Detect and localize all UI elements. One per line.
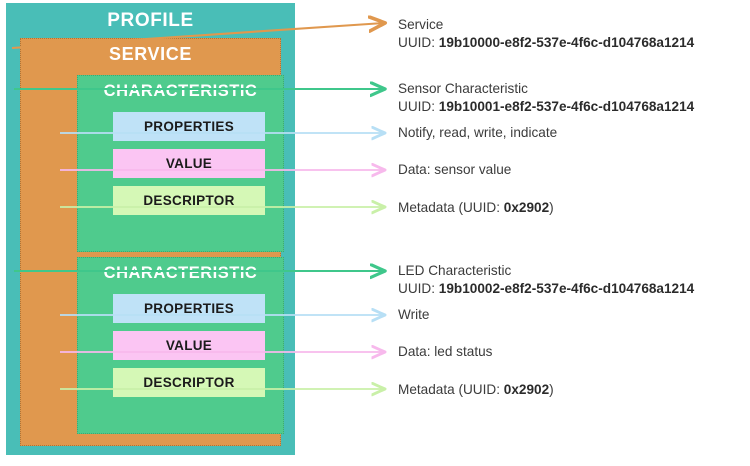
annotation-service-title: Service (398, 17, 444, 32)
annotation-led-descriptor: Metadata (UUID: 0x2902) (398, 381, 554, 399)
annotation-led-value: Data: led status (398, 344, 493, 359)
properties-box-2: PROPERTIES (113, 294, 265, 323)
characteristic-label-2: CHARACTERISTIC (103, 264, 258, 282)
uuid-value: 19b10002-e8f2-537e-4f6c-d104768a1214 (438, 280, 695, 296)
profile-container: PROFILE SERVICE CHARACTERISTIC PROPERTIE… (6, 3, 295, 455)
metadata-suffix: ) (549, 382, 554, 397)
annotation-sensor-characteristic: Sensor Characteristic UUID: 19b10001-e8f… (398, 80, 694, 115)
service-container: SERVICE CHARACTERISTIC PROPERTIES VALUE … (20, 38, 284, 446)
annotation-led-title: LED Characteristic (398, 263, 512, 278)
metadata-uuid: 0x2902 (503, 382, 550, 397)
metadata-uuid: 0x2902 (503, 200, 550, 215)
annotation-service-uuid: UUID: 19b10000-e8f2-537e-4f6c-d104768a12… (398, 34, 694, 52)
metadata-prefix: Metadata (UUID: (398, 382, 504, 397)
annotation-led-uuid: UUID: 19b10002-e8f2-537e-4f6c-d104768a12… (398, 280, 694, 298)
value-box-1: VALUE (113, 149, 265, 178)
metadata-prefix: Metadata (UUID: (398, 200, 504, 215)
metadata-suffix: ) (549, 200, 554, 215)
annotation-service: Service UUID: 19b10000-e8f2-537e-4f6c-d1… (398, 16, 694, 51)
properties-box-1: PROPERTIES (113, 112, 265, 141)
annotation-led-properties: Write (398, 307, 430, 322)
annotation-sensor-uuid: UUID: 19b10001-e8f2-537e-4f6c-d104768a12… (398, 98, 694, 116)
annotation-sensor-descriptor: Metadata (UUID: 0x2902) (398, 199, 554, 217)
descriptor-box-2: DESCRIPTOR (113, 368, 265, 397)
value-box-2: VALUE (113, 331, 265, 360)
characteristic-container-2: CHARACTERISTIC PROPERTIES VALUE DESCRIPT… (77, 257, 284, 434)
uuid-value: 19b10000-e8f2-537e-4f6c-d104768a1214 (438, 34, 695, 50)
annotation-sensor-value: Data: sensor value (398, 162, 512, 177)
profile-label: PROFILE (107, 10, 194, 31)
characteristic-label-1: CHARACTERISTIC (103, 82, 258, 100)
annotation-sensor-properties: Notify, read, write, indicate (398, 125, 558, 140)
uuid-value: 19b10001-e8f2-537e-4f6c-d104768a1214 (438, 98, 695, 114)
service-label: SERVICE (109, 44, 192, 64)
descriptor-box-1: DESCRIPTOR (113, 186, 265, 215)
uuid-label: UUID: (398, 280, 439, 296)
uuid-label: UUID: (398, 98, 439, 114)
characteristic-container-1: CHARACTERISTIC PROPERTIES VALUE DESCRIPT… (77, 75, 284, 252)
annotation-sensor-title: Sensor Characteristic (398, 81, 528, 96)
annotation-led-characteristic: LED Characteristic UUID: 19b10002-e8f2-5… (398, 262, 694, 297)
uuid-label: UUID: (398, 34, 439, 50)
